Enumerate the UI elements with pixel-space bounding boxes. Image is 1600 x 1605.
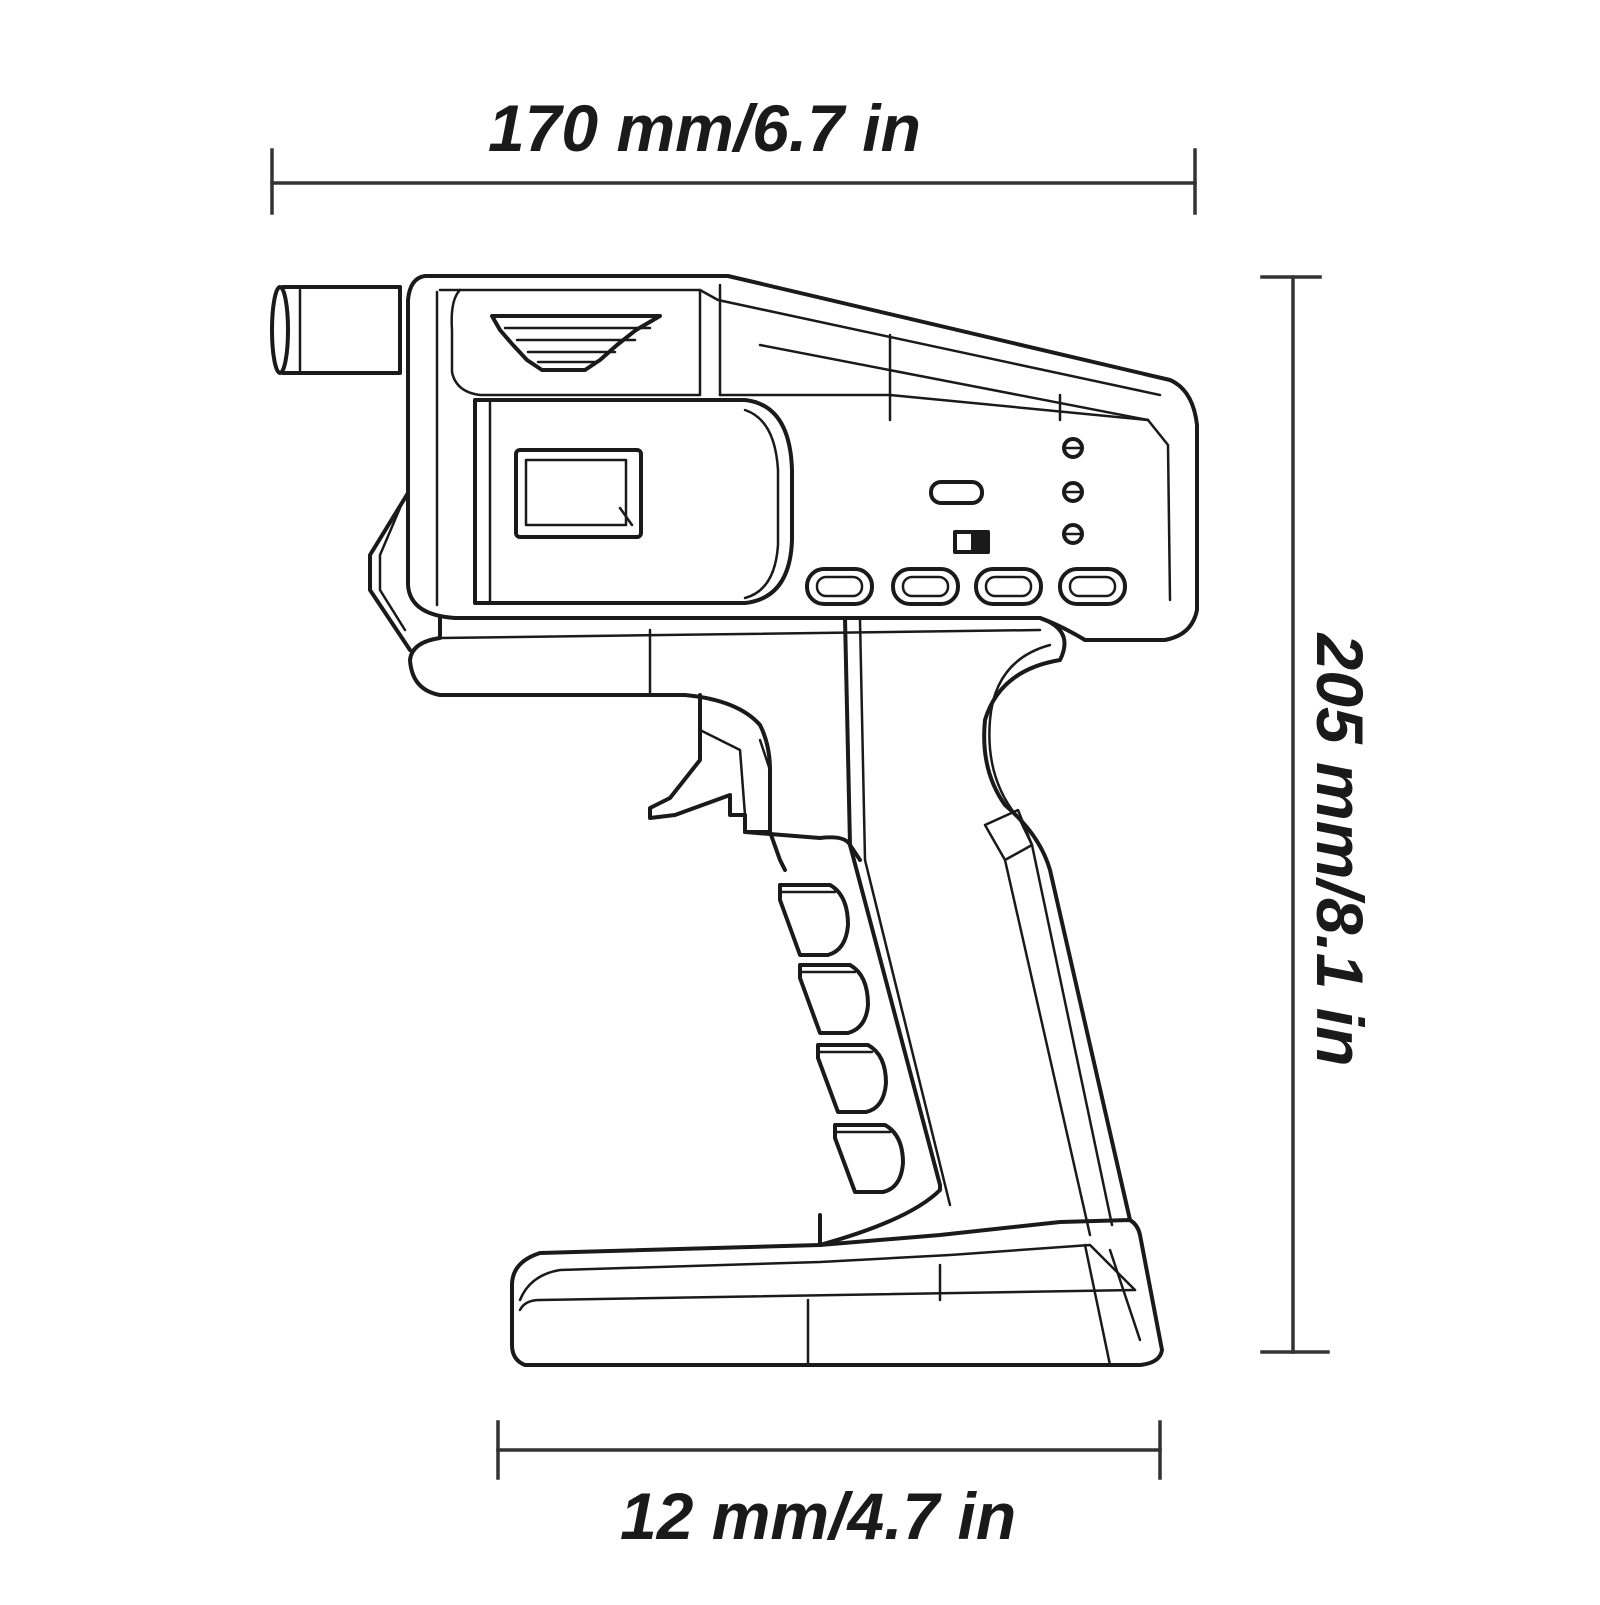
torch-illustration <box>270 274 1199 1367</box>
base-width-dimension-label: 12 mm/4.7 in <box>620 1479 1017 1553</box>
trigger <box>648 693 772 834</box>
display-screen <box>514 448 643 539</box>
handle <box>818 616 1132 1247</box>
vent-grille <box>490 314 662 372</box>
base <box>510 1218 1164 1367</box>
status-lamp <box>929 480 984 505</box>
grip-bumps <box>778 883 905 1194</box>
slide-switch <box>953 530 990 554</box>
top-dimension-line <box>270 148 1197 215</box>
width-dimension-label: 170 mm/6.7 in <box>488 91 921 165</box>
right-dimension-line <box>1260 275 1330 1354</box>
indicator-light-2 <box>1062 481 1084 503</box>
bottom-dimension-line <box>496 1420 1162 1480</box>
indicator-light-3 <box>1062 523 1084 545</box>
height-dimension-label: 205 mm/8.1 in <box>1303 633 1377 1067</box>
control-buttons <box>805 567 1127 606</box>
indicator-light-1 <box>1062 437 1084 459</box>
nozzle <box>270 285 402 375</box>
head-shell <box>406 274 1199 642</box>
